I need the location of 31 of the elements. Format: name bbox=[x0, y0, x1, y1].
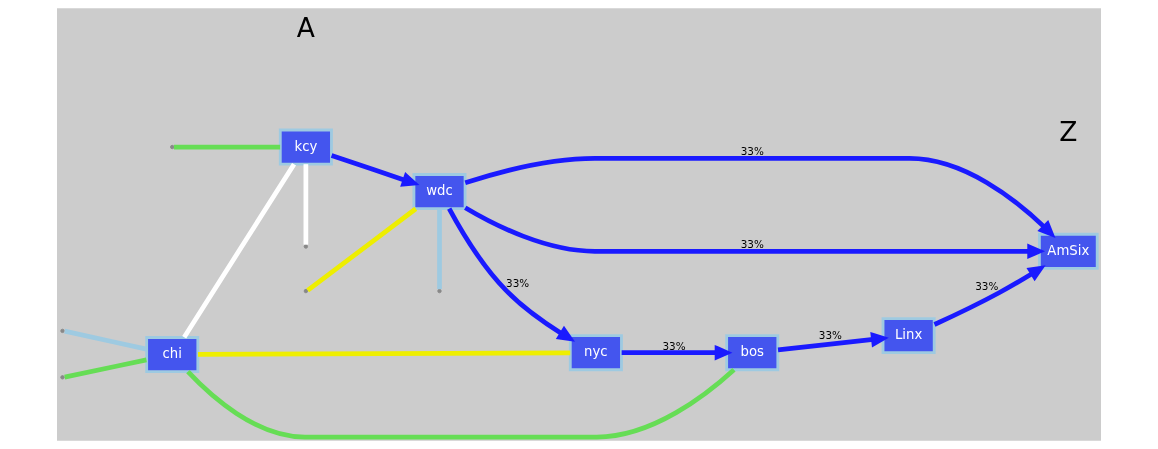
node-box: Linx bbox=[881, 317, 936, 355]
connector bbox=[186, 368, 736, 440]
connector bbox=[306, 206, 418, 293]
edge-label: 33% bbox=[818, 329, 842, 342]
node-box: kcy bbox=[278, 128, 333, 166]
connector bbox=[198, 350, 571, 357]
edge-label: 33% bbox=[740, 145, 764, 158]
connector bbox=[303, 164, 309, 245]
node-box: bos bbox=[725, 334, 780, 372]
connector bbox=[182, 162, 297, 339]
node-box: chi bbox=[145, 336, 200, 374]
edge-label: 33% bbox=[975, 279, 999, 292]
connector bbox=[64, 357, 147, 380]
edge-label: 33% bbox=[740, 238, 764, 251]
arrow bbox=[464, 156, 1056, 238]
connector bbox=[64, 328, 147, 352]
node-label: A bbox=[296, 12, 315, 43]
node-box: wdc bbox=[412, 173, 467, 211]
arrow bbox=[464, 205, 1046, 260]
node-label: Z bbox=[1059, 116, 1078, 148]
arrow bbox=[330, 153, 420, 187]
node-box: AmSix bbox=[1038, 232, 1099, 270]
arrow bbox=[933, 265, 1046, 327]
connector bbox=[437, 208, 442, 290]
arrow bbox=[621, 344, 733, 361]
edge-label: 33% bbox=[662, 339, 686, 352]
arrow bbox=[447, 207, 576, 342]
arrow bbox=[777, 331, 889, 353]
node-box: nyc bbox=[568, 334, 623, 372]
connector bbox=[174, 144, 281, 150]
edge-label: 33% bbox=[506, 277, 530, 290]
